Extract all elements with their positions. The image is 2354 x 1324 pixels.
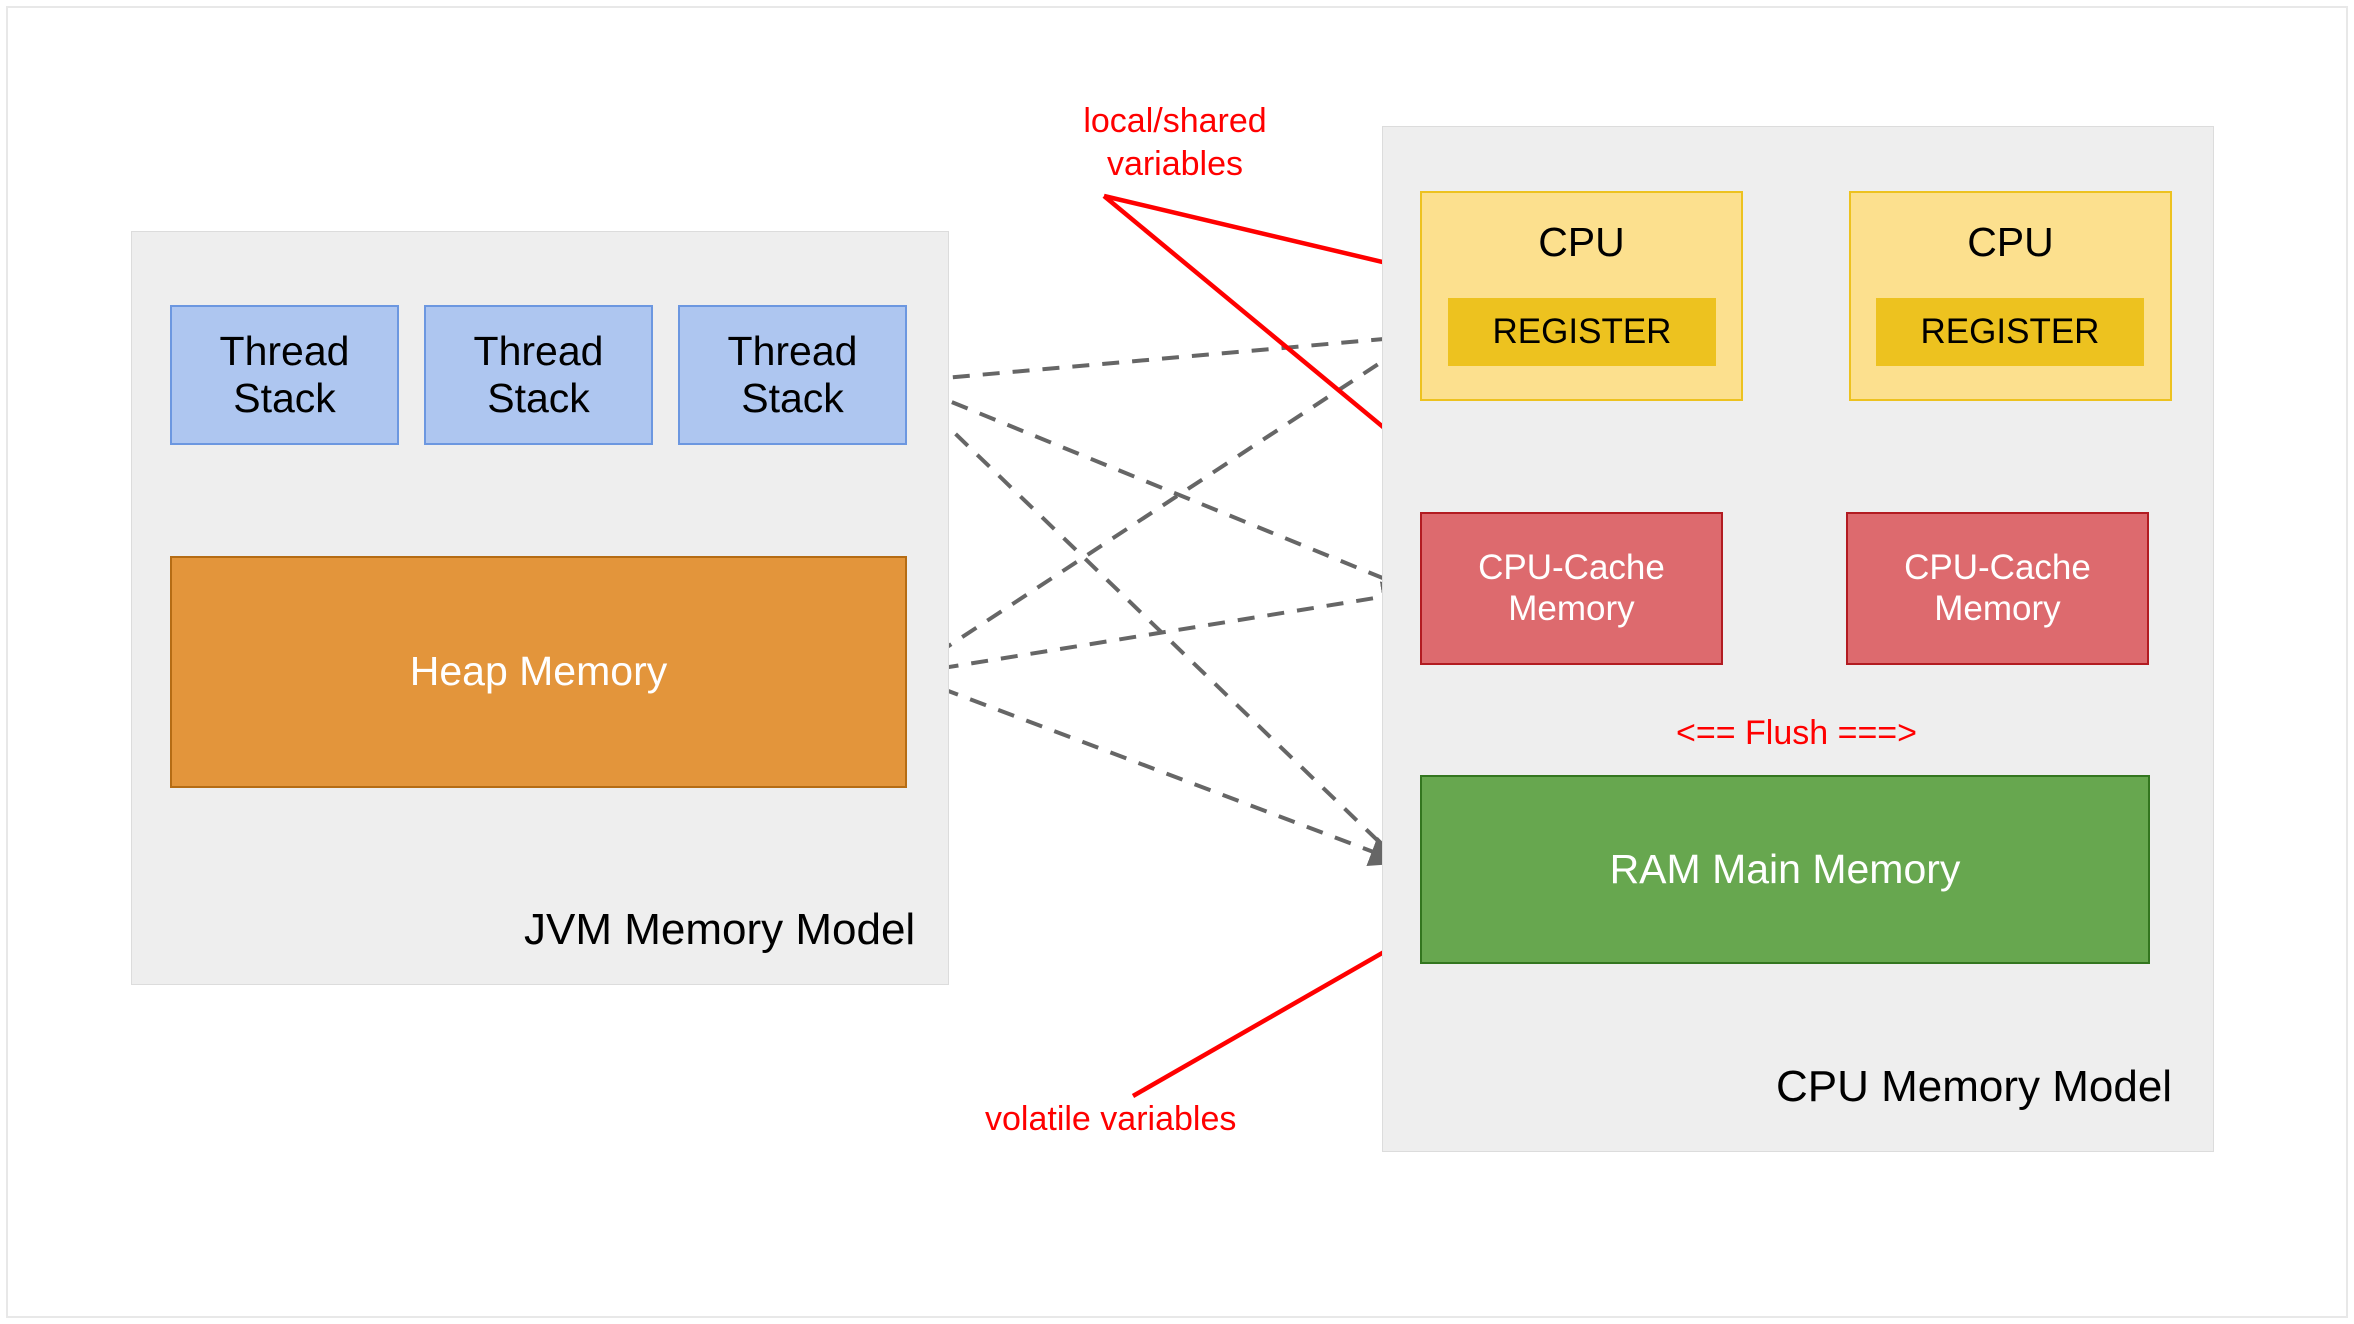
dashed-connector-group xyxy=(906,334,1422,866)
connector-ram-to-threadstack xyxy=(909,389,1402,864)
jvm-memory-model-label: JVM Memory Model xyxy=(524,905,916,954)
thread-stack-label-1: Thread Stack xyxy=(219,327,350,421)
register-label-1: REGISTER xyxy=(1492,311,1672,351)
register-label-2: REGISTER xyxy=(1920,311,2100,351)
register-box-2[interactable]: REGISTER xyxy=(1876,298,2144,366)
flush-annotation: <== Flush ===> xyxy=(1676,714,1918,752)
ram-main-memory-box[interactable]: RAM Main Memory xyxy=(1420,775,2150,964)
cpu-cache-label-2: CPU-Cache Memory xyxy=(1904,548,2091,628)
thread-stack-box-3[interactable]: Thread Stack xyxy=(678,305,907,445)
cpu-cache-label-1: CPU-Cache Memory xyxy=(1478,548,1665,628)
thread-stack-label-3: Thread Stack xyxy=(727,327,858,421)
cpu-title-1: CPU xyxy=(1538,219,1625,265)
connector-cache-to-threadstack xyxy=(906,381,1413,592)
ram-main-memory-label: RAM Main Memory xyxy=(1609,845,1961,892)
cpu-title-2: CPU xyxy=(1967,219,2054,265)
volatile-variables-annotation: volatile variables xyxy=(985,1100,1237,1138)
cpu-cache-box-2[interactable]: CPU-Cache Memory xyxy=(1846,512,2149,665)
cpu-cache-box-1[interactable]: CPU-Cache Memory xyxy=(1420,512,1723,665)
local-shared-variables-annotation: local/shared variables xyxy=(1083,102,1267,183)
heap-memory-label: Heap Memory xyxy=(409,648,668,695)
connector-heap-to-ram xyxy=(913,676,1404,866)
thread-stack-box-2[interactable]: Thread Stack xyxy=(424,305,653,445)
connector-heap-to-cache xyxy=(911,581,1416,675)
connector-register-to-threadstack xyxy=(906,334,1419,394)
register-box-1[interactable]: REGISTER xyxy=(1448,298,1716,366)
cpu-box-1[interactable]: CPU xyxy=(1420,191,1743,401)
cpu-box-2[interactable]: CPU xyxy=(1849,191,2172,401)
thread-stack-label-2: Thread Stack xyxy=(473,327,604,421)
cpu-memory-model-label: CPU Memory Model xyxy=(1776,1062,2173,1111)
heap-memory-box[interactable]: Heap Memory xyxy=(170,556,907,788)
thread-stack-box-1[interactable]: Thread Stack xyxy=(170,305,399,445)
connector-heap-to-register xyxy=(910,335,1422,672)
